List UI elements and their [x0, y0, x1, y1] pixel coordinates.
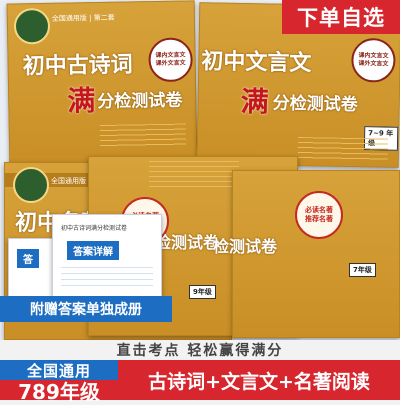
- book-badge: 必读名著 推荐名著: [295, 191, 343, 239]
- book-subtitle: 检测试卷: [155, 233, 220, 252]
- grade-range-label: 789年级: [0, 380, 118, 404]
- book-title: 初中文言文: [201, 48, 312, 77]
- book-title: 初中古诗词: [22, 51, 133, 80]
- answer-title: 答: [17, 249, 39, 268]
- answer-booklet: 初中古诗词满分检测试卷 答案详解: [52, 214, 162, 306]
- bottom-left-block: 全国通用 789年级: [0, 360, 118, 404]
- book-subtitle: 分检测试卷: [97, 90, 183, 113]
- book-mingzhu-7: 必读名著 推荐名著 检测试卷 7年级: [213, 170, 400, 338]
- subjects-label: 古诗词+文言文+名著阅读: [118, 360, 400, 400]
- book-man-char: 满: [67, 84, 96, 118]
- grade-label: 9年级: [189, 285, 216, 299]
- publisher-seal-icon: [13, 167, 49, 203]
- book-edition: 全国通用版 | 第二套: [51, 177, 114, 185]
- slogan: 直击考点 轻松赢得满分: [116, 343, 284, 359]
- book-subtitle: 分检测试卷: [272, 93, 358, 116]
- book-gushici: 全国通用版 | 第二套 初中古诗词 课内文言文 课外文言文 满 分检测试卷: [6, 0, 198, 166]
- book-subtitle: 检测试卷: [213, 237, 278, 256]
- bottom-bar: 全国通用 789年级 古诗词+文言文+名著阅读: [0, 360, 400, 404]
- product-image: 全国通用版 | 第二套 初中古诗词 课内文言文 课外文言文 满 分检测试卷 初中…: [0, 0, 400, 340]
- grade-label: 7年级: [349, 263, 376, 277]
- answer-banner: 附赠答案单独成册: [0, 296, 172, 322]
- book-man-char: 满: [240, 84, 270, 119]
- answer-header: 初中古诗词满分检测试卷: [61, 225, 128, 232]
- book-edition: 全国通用版 | 第二套: [51, 13, 115, 23]
- sale-tag: 下单自选: [282, 0, 400, 34]
- scope-label: 全国通用: [0, 360, 118, 380]
- answer-title: 答案详解: [67, 241, 119, 260]
